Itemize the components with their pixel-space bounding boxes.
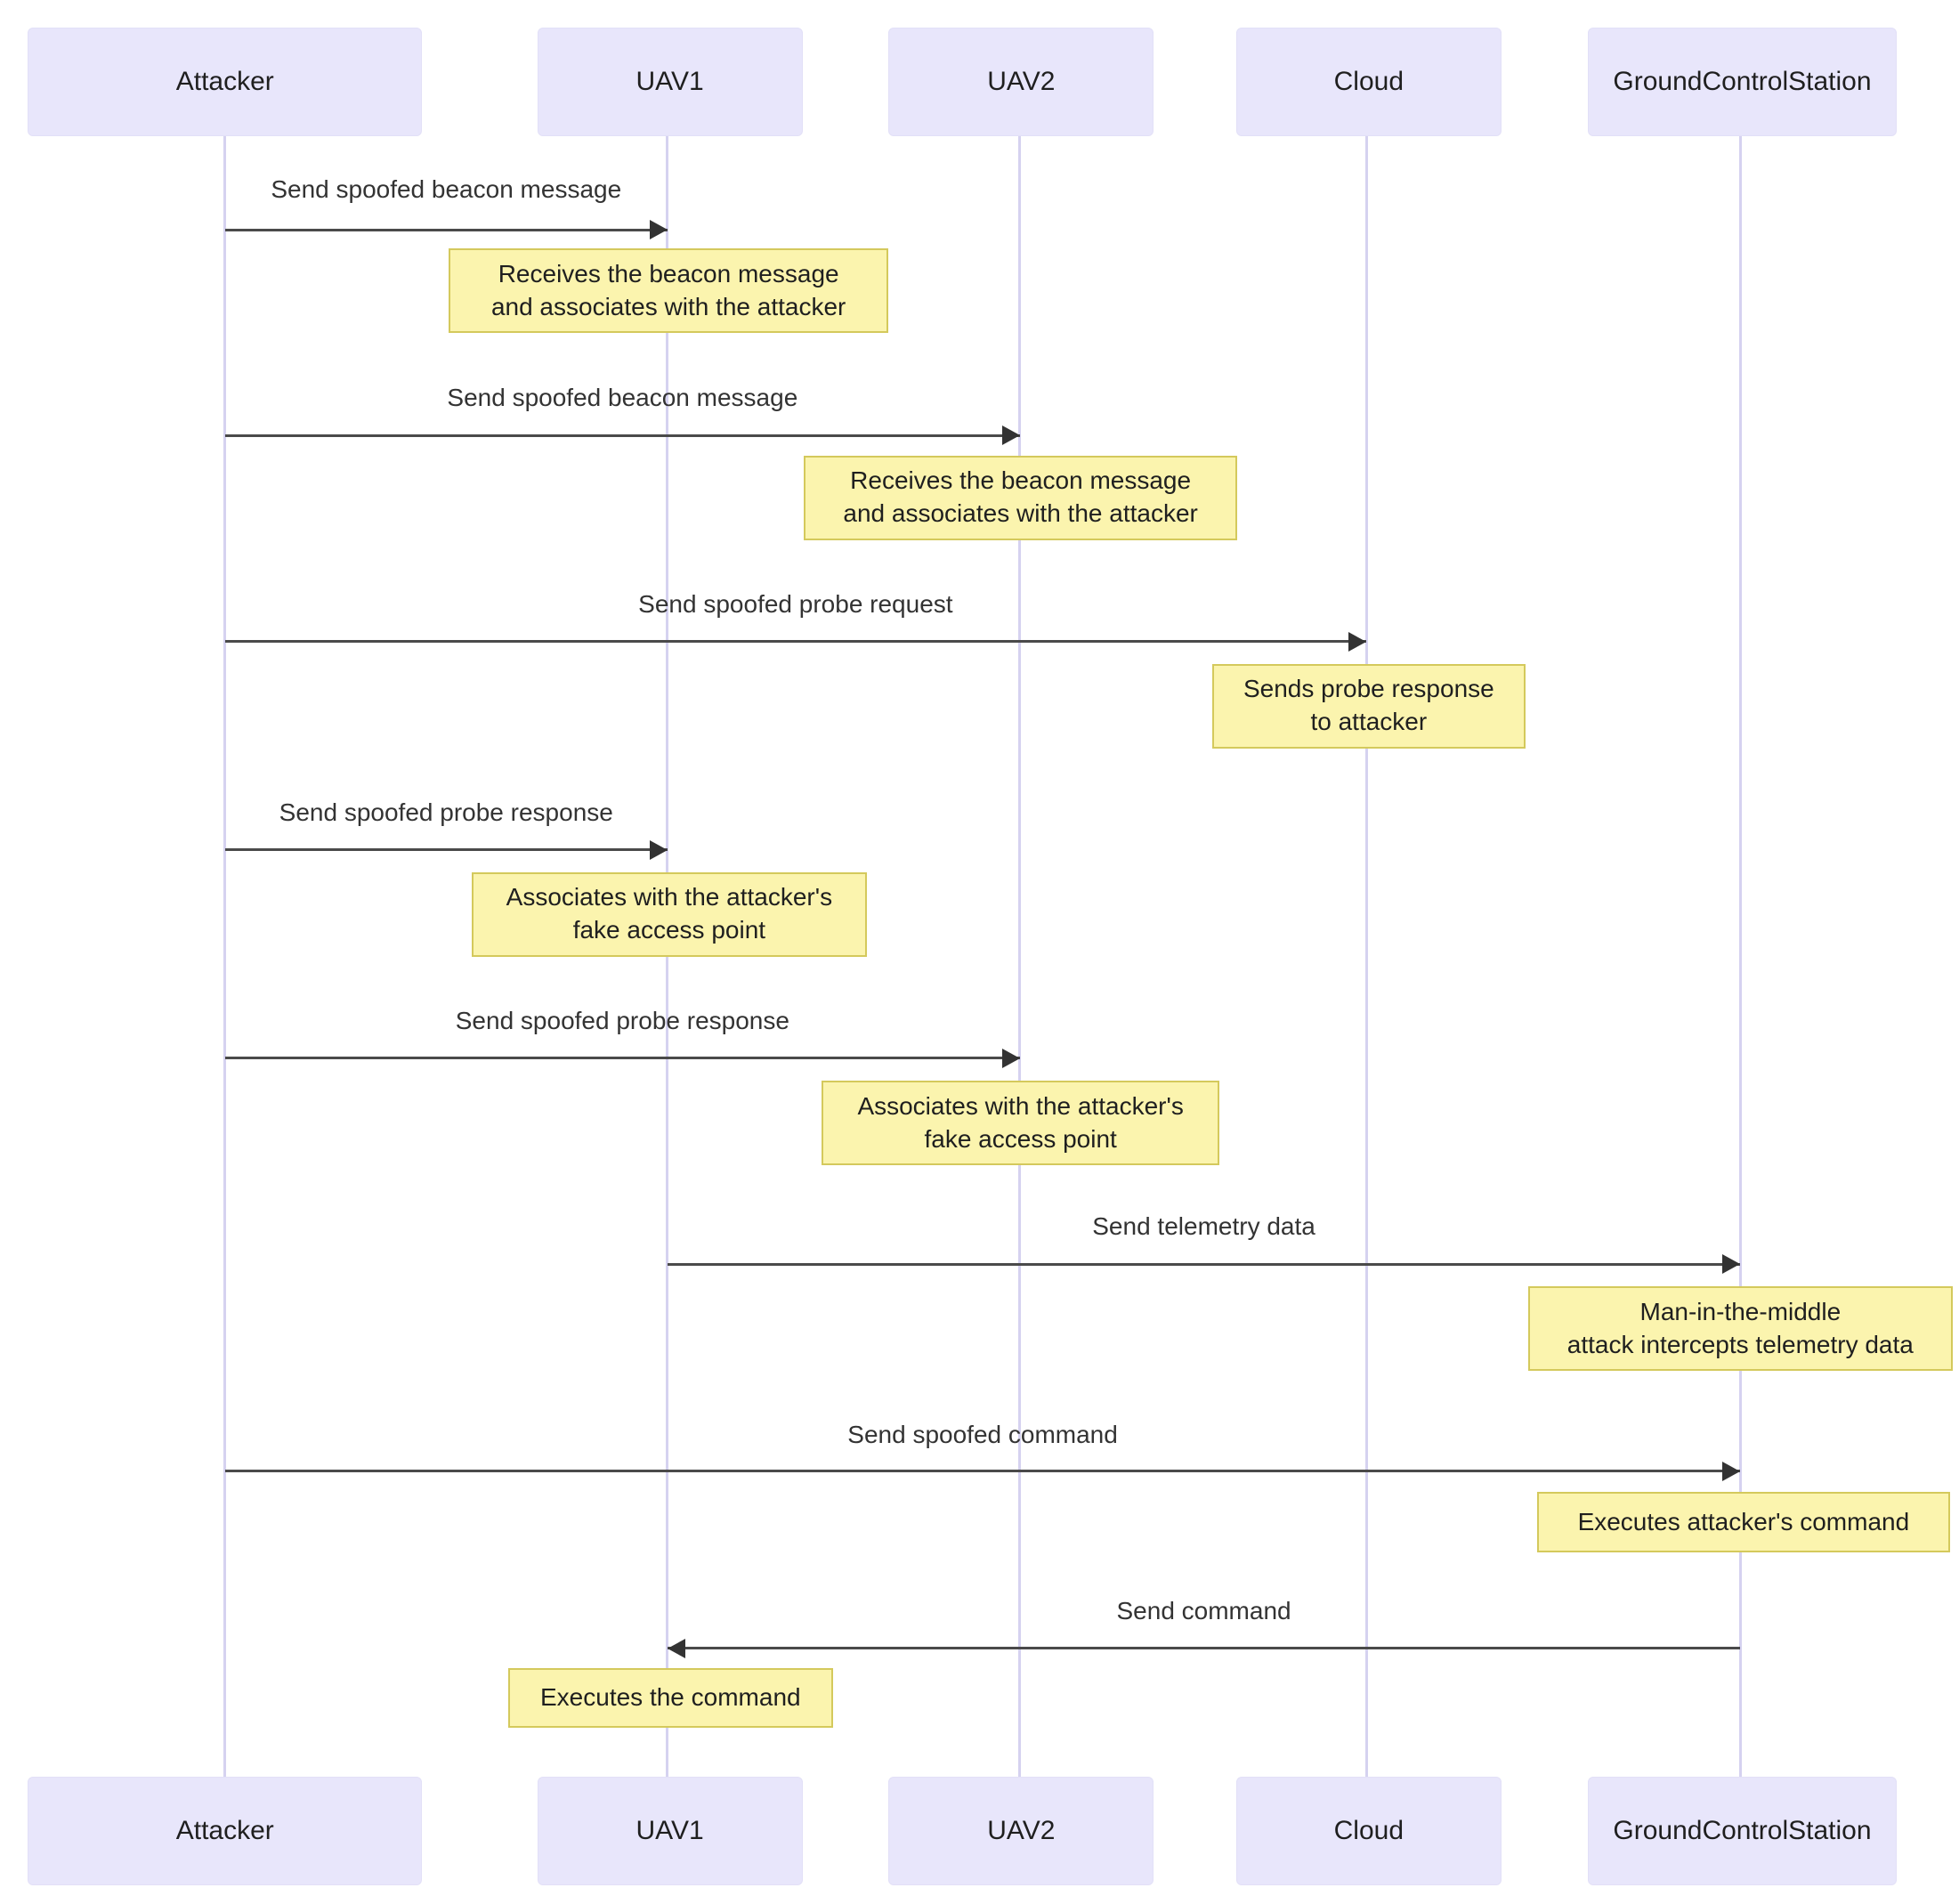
message-label-3: Send spoofed probe request — [638, 589, 953, 618]
message-arrowhead-5 — [1001, 1048, 1020, 1068]
message-label-6: Send telemetry data — [1092, 1212, 1315, 1241]
message-arrowhead-8 — [667, 1638, 685, 1658]
note-5: Associates with the attacker's fake acce… — [822, 1080, 1220, 1166]
note-text-1: Receives the beacon message and associat… — [490, 259, 846, 320]
note-8: Executes the command — [507, 1668, 833, 1729]
actor-label-cloud: Cloud — [1333, 1816, 1404, 1846]
actor-box-bottom-uav1[interactable]: UAV1 — [537, 1777, 803, 1885]
actor-box-top-gcs[interactable]: GroundControlStation — [1587, 27, 1898, 136]
actor-box-top-uav1[interactable]: UAV1 — [537, 27, 803, 136]
actor-label-cloud: Cloud — [1333, 67, 1404, 97]
note-text-6: Man-in-the-middle attack intercepts tele… — [1566, 1297, 1914, 1358]
note-4: Associates with the attacker's fake acce… — [471, 871, 868, 958]
message-line-6 — [667, 1262, 1741, 1266]
actor-box-top-attacker[interactable]: Attacker — [28, 27, 423, 136]
actor-box-bottom-attacker[interactable]: Attacker — [28, 1777, 423, 1885]
lifeline-uav2 — [1018, 135, 1022, 1778]
message-line-3 — [224, 640, 1366, 644]
message-arrowhead-1 — [649, 220, 668, 239]
actor-label-gcs: GroundControlStation — [1613, 67, 1872, 97]
message-label-1: Send spoofed beacon message — [271, 175, 622, 204]
note-2: Receives the beacon message and associat… — [804, 455, 1238, 540]
note-text-8: Executes the command — [540, 1683, 801, 1712]
message-label-4: Send spoofed probe response — [279, 798, 613, 826]
message-arrowhead-6 — [1722, 1254, 1741, 1275]
message-line-4 — [224, 848, 668, 852]
actor-box-top-uav2[interactable]: UAV2 — [888, 27, 1154, 136]
note-1: Receives the beacon message and associat… — [449, 247, 889, 334]
actor-label-attacker: Attacker — [175, 67, 274, 97]
message-label-7: Send spoofed command — [847, 1421, 1118, 1449]
actor-label-attacker: Attacker — [175, 1816, 274, 1846]
message-line-5 — [224, 1057, 1020, 1060]
message-label-5: Send spoofed probe response — [455, 1006, 789, 1034]
message-label-8: Send command — [1116, 1596, 1291, 1624]
actor-box-bottom-cloud[interactable]: Cloud — [1235, 1777, 1502, 1885]
note-text-7: Executes attacker's command — [1577, 1507, 1910, 1535]
message-line-7 — [224, 1470, 1741, 1473]
message-line-2 — [224, 433, 1020, 437]
actor-box-top-cloud[interactable]: Cloud — [1235, 27, 1502, 136]
message-arrowhead-4 — [649, 839, 668, 860]
message-arrowhead-2 — [1001, 425, 1020, 446]
actor-label-uav1: UAV1 — [635, 1816, 704, 1846]
lifeline-gcs — [1738, 135, 1742, 1778]
actor-box-bottom-uav2[interactable]: UAV2 — [888, 1777, 1154, 1885]
actor-label-uav2: UAV2 — [987, 67, 1056, 97]
message-arrowhead-7 — [1722, 1461, 1741, 1481]
lifeline-attacker — [223, 135, 227, 1778]
note-3: Sends probe response to attacker — [1211, 663, 1526, 749]
note-text-3: Sends probe response to attacker — [1243, 675, 1494, 736]
note-text-2: Receives the beacon message and associat… — [843, 466, 1198, 528]
lifeline-cloud — [1364, 135, 1368, 1778]
message-line-8 — [667, 1647, 1741, 1650]
note-text-5: Associates with the attacker's fake acce… — [857, 1091, 1184, 1153]
actor-label-uav1: UAV1 — [635, 67, 704, 97]
message-label-2: Send spoofed beacon message — [447, 384, 798, 412]
note-text-4: Associates with the attacker's fake acce… — [506, 883, 833, 944]
note-6: Man-in-the-middle attack intercepts tele… — [1527, 1286, 1953, 1372]
actor-label-uav2: UAV2 — [987, 1816, 1056, 1846]
message-line-1 — [224, 228, 668, 231]
note-7: Executes attacker's command — [1536, 1492, 1951, 1552]
actor-box-bottom-gcs[interactable]: GroundControlStation — [1587, 1777, 1898, 1885]
message-arrowhead-3 — [1348, 631, 1367, 652]
actor-label-gcs: GroundControlStation — [1613, 1816, 1872, 1846]
